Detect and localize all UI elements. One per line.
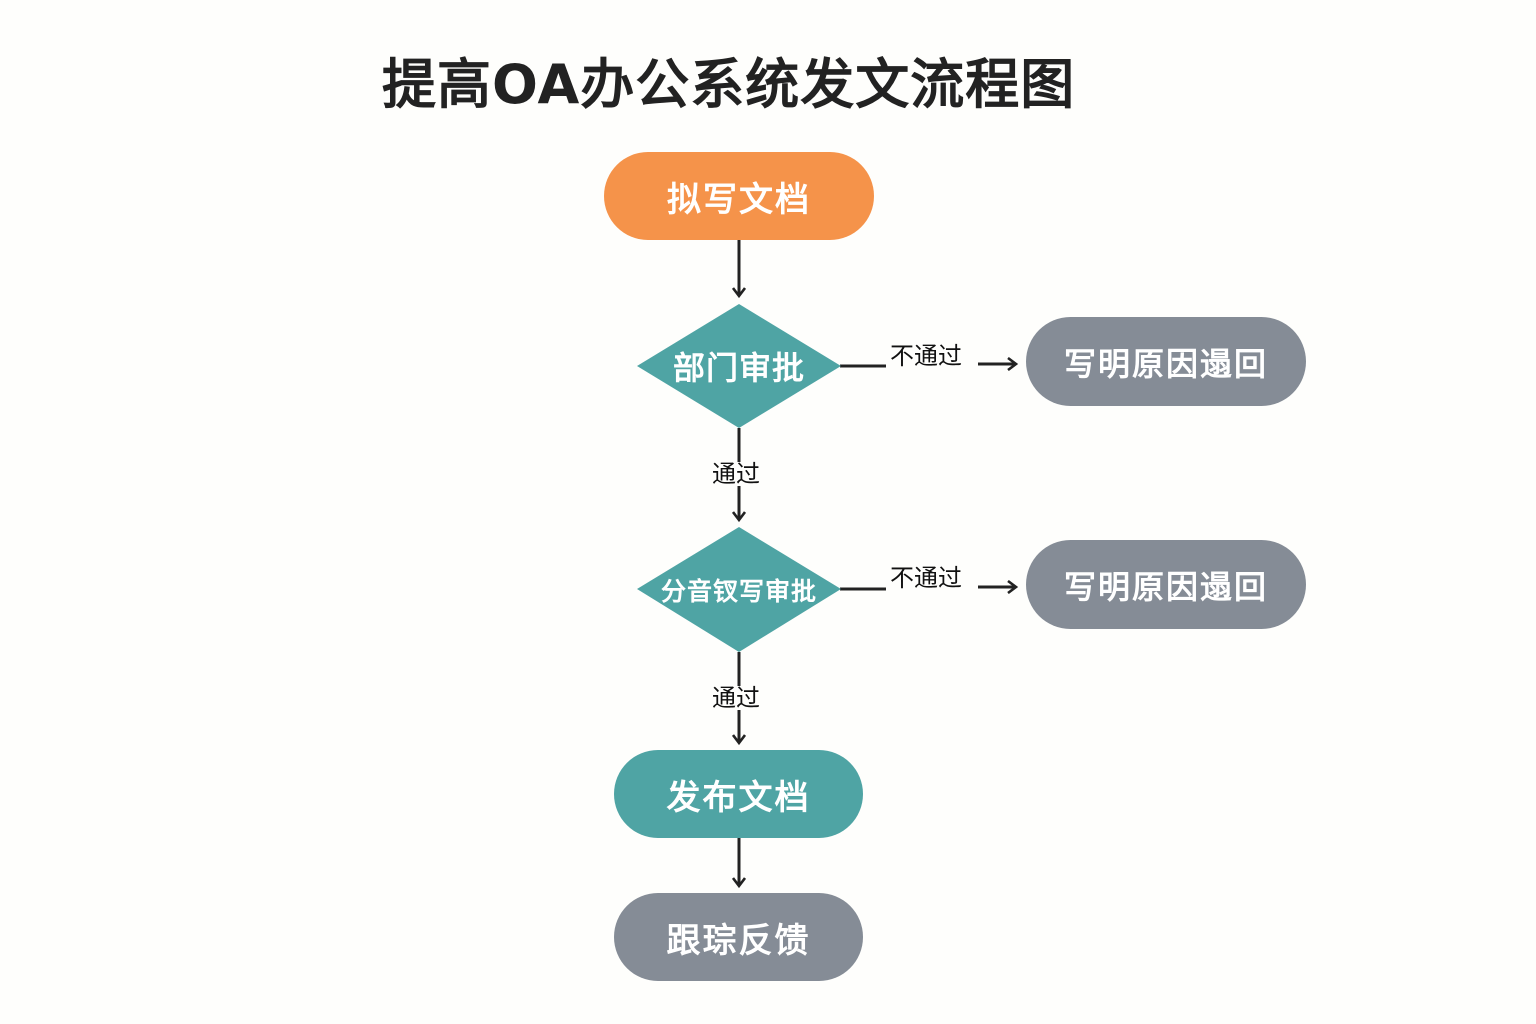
node-leader-reject[interactable]: 写明原因遢回 <box>1026 540 1306 629</box>
node-feedback-label: 跟琮反馈 <box>666 920 811 961</box>
diamond-shape <box>637 527 841 652</box>
node-draft-label: 拟写文档 <box>667 179 811 220</box>
node-publish-label: 发布文档 <box>666 777 811 818</box>
edge-label-dept-pass: 通过 <box>712 460 760 488</box>
node-draft[interactable]: 拟写文档 <box>604 152 874 240</box>
node-dept-reject-label: 写明原因遢回 <box>1063 344 1268 383</box>
node-publish[interactable]: 发布文档 <box>614 750 863 838</box>
node-leader-approval[interactable]: 分音钗写审批 <box>637 527 841 652</box>
diamond-shape <box>637 304 841 428</box>
edge-label-leader-pass: 通过 <box>712 684 760 712</box>
node-dept-approval-label: 部门审批 <box>672 349 805 387</box>
node-leader-approval-label: 分音钗写审批 <box>660 576 817 606</box>
node-leader-reject-label: 写明原因遢回 <box>1063 567 1268 606</box>
node-dept-approval[interactable]: 部门审批 <box>637 304 841 428</box>
node-feedback[interactable]: 跟琮反馈 <box>614 893 863 981</box>
diagram-title: 提高OA办公系统发文流程图 <box>382 53 1076 116</box>
edge-label-leader-reject: 不通过 <box>890 564 962 592</box>
edge-label-dept-reject: 不通过 <box>890 342 962 370</box>
node-dept-reject[interactable]: 写明原因遢回 <box>1026 317 1306 406</box>
